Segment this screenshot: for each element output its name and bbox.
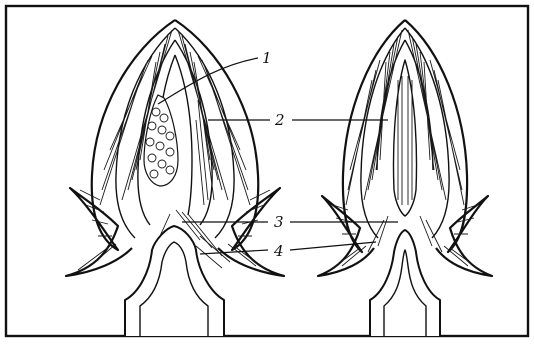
label-3: 3	[274, 213, 284, 231]
label-2: 2	[274, 111, 285, 129]
label-4: 4	[273, 242, 284, 260]
label-1: 1	[262, 49, 272, 67]
